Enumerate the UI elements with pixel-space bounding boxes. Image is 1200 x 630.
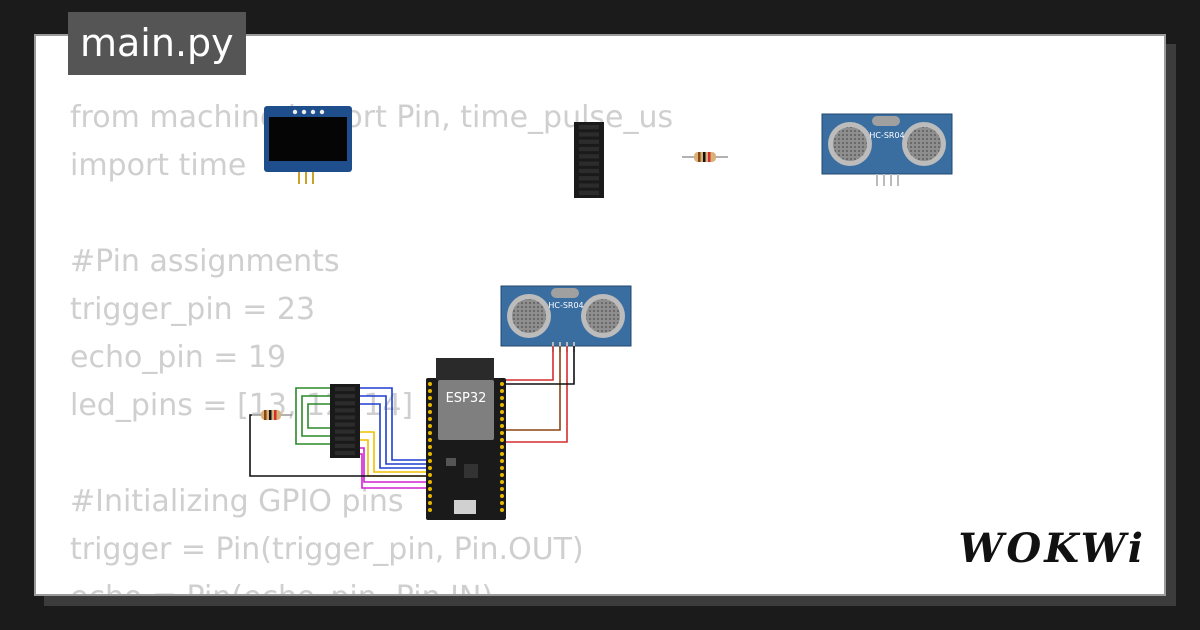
ultrasonic-sensor[interactable]: HC-SR04: [500, 285, 632, 352]
oled-display[interactable]: [264, 106, 352, 184]
code-line: #Pin assignments: [70, 244, 340, 279]
code-line: from machine import Pin, time_pulse_us: [70, 100, 674, 135]
wokwi-logo: WOKWi: [958, 525, 1146, 572]
esp32-pin[interactable]: [428, 424, 432, 428]
esp32-pin[interactable]: [428, 410, 432, 414]
led-segment: [579, 183, 599, 188]
led-segment: [579, 190, 599, 195]
led-bar-graph-main[interactable]: [330, 384, 360, 458]
file-tab[interactable]: main.py: [68, 12, 246, 75]
esp32-pin[interactable]: [428, 473, 432, 477]
esp32-pin[interactable]: [428, 389, 432, 393]
esp32-pin[interactable]: [500, 494, 504, 498]
led-segment: [335, 401, 355, 406]
esp32-pin[interactable]: [428, 382, 432, 386]
led-segment: [335, 387, 355, 392]
esp32-pin[interactable]: [500, 466, 504, 470]
esp32-pin[interactable]: [500, 424, 504, 428]
code-line: trigger = Pin(trigger_pin, Pin.OUT): [70, 532, 584, 567]
led-segment: [579, 161, 599, 166]
led-segment: [335, 408, 355, 413]
led-segment: [579, 125, 599, 130]
esp32-pin[interactable]: [428, 403, 432, 407]
esp32-pin[interactable]: [500, 445, 504, 449]
esp32-pin[interactable]: [500, 508, 504, 512]
circuit-diagram: HC-SR04 HC-SR04: [249, 106, 953, 520]
esp32-pin[interactable]: [500, 487, 504, 491]
code-line: import time: [70, 148, 247, 183]
esp32-pin[interactable]: [500, 410, 504, 414]
resistor-left[interactable]: [252, 410, 292, 420]
esp32-pin[interactable]: [500, 459, 504, 463]
esp32-pin[interactable]: [500, 438, 504, 442]
code-line: trigger_pin = 23: [70, 292, 316, 327]
esp32-pin[interactable]: [500, 473, 504, 477]
esp32-pin[interactable]: [500, 417, 504, 421]
esp32-pin[interactable]: [428, 508, 432, 512]
esp32-pin[interactable]: [428, 459, 432, 463]
code-line: echo_pin = 19: [70, 340, 287, 375]
code-line: echo = Pin(echo_pin, Pin.IN): [70, 574, 673, 594]
led-segment: [335, 429, 355, 434]
led-segment: [335, 443, 355, 448]
led-segment: [335, 422, 355, 427]
esp32-pin[interactable]: [428, 396, 432, 400]
esp32-pin[interactable]: [428, 452, 432, 456]
esp32-pin[interactable]: [428, 487, 432, 491]
led-segment: [335, 415, 355, 420]
esp32-board[interactable]: ESP32: [426, 358, 506, 520]
esp32-pin[interactable]: [428, 494, 432, 498]
esp32-pin[interactable]: [428, 438, 432, 442]
sensor-label: HC-SR04: [548, 301, 583, 310]
esp32-pin[interactable]: [428, 466, 432, 470]
esp32-pin[interactable]: [428, 417, 432, 421]
led-wires: [249, 387, 428, 489]
esp32-pin[interactable]: [500, 501, 504, 505]
led-bar-graph[interactable]: [574, 122, 604, 198]
esp32-pin[interactable]: [500, 480, 504, 484]
esp32-pin[interactable]: [500, 403, 504, 407]
esp32-pin[interactable]: [428, 445, 432, 449]
esp32-label: ESP32: [446, 391, 487, 406]
led-segment: [335, 394, 355, 399]
esp32-pin[interactable]: [500, 396, 504, 400]
esp32-pin[interactable]: [500, 431, 504, 435]
ultrasonic-sensor-top[interactable]: HC-SR04: [821, 113, 953, 186]
code-line: #Initializing GPIO pins: [70, 484, 404, 519]
esp32-pin[interactable]: [428, 431, 432, 435]
esp32-pin[interactable]: [500, 389, 504, 393]
sensor-label-top: HC-SR04: [869, 131, 904, 140]
led-segment: [579, 132, 599, 137]
led-segment: [579, 168, 599, 174]
led-segment: [579, 146, 599, 152]
esp32-pin[interactable]: [428, 501, 432, 505]
led-segment: [579, 139, 599, 144]
led-segment: [335, 436, 355, 441]
esp32-pin[interactable]: [428, 480, 432, 484]
sensor-wires: [506, 346, 575, 443]
esp32-pin[interactable]: [500, 452, 504, 456]
resistor[interactable]: [682, 152, 728, 162]
led-segment: [579, 176, 599, 181]
led-segment: [335, 450, 355, 455]
led-segment: [579, 154, 599, 159]
esp32-pin[interactable]: [500, 382, 504, 386]
